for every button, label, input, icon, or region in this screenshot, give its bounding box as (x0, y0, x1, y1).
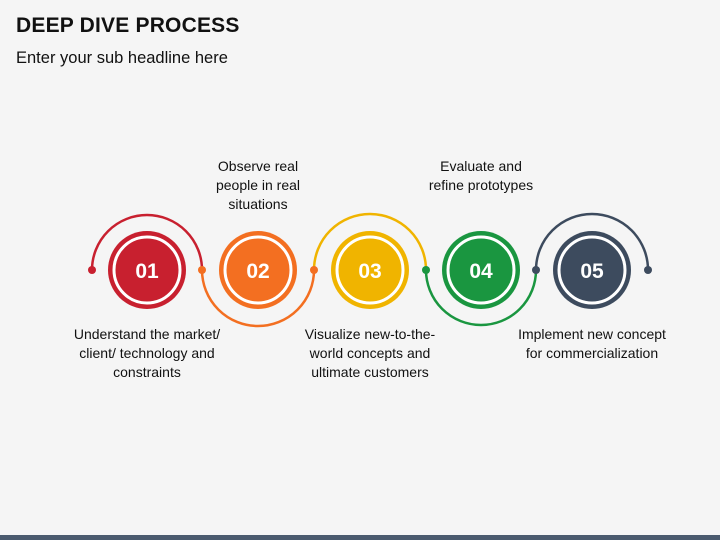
step-2-node: 02 (219, 231, 297, 309)
step-4-node: 04 (442, 231, 520, 309)
step-3-end-dot (422, 266, 430, 274)
step-1-arc (90, 213, 204, 271)
step-3-arc (312, 212, 428, 271)
step-4-arc (424, 269, 538, 327)
step-1-node: 01 (108, 231, 186, 309)
step-1-end-dot (198, 266, 206, 274)
step-1-start-dot (88, 266, 96, 274)
step-1-label: Understand the market/ client/ technolog… (73, 326, 221, 380)
step-2-number: 02 (246, 260, 269, 283)
step-3-number: 03 (358, 260, 381, 283)
step-5-label: Implement new concept for commercializat… (518, 326, 666, 361)
step-4-number: 04 (469, 260, 493, 283)
step-5-end-dot (644, 266, 652, 274)
step-4-end-dot (532, 266, 540, 274)
step-5-arc (534, 212, 650, 271)
step-5-node: 05 (553, 231, 631, 309)
step-2-label: Observe real people in real situations (215, 158, 301, 212)
step-3-label: Visualize new-to-the-world concepts and … (304, 326, 436, 380)
step-4-label: Evaluate and refine prototypes (428, 158, 534, 193)
page-subtitle: Enter your sub headline here (16, 49, 228, 67)
step-2-arc (200, 269, 316, 328)
step-3-node: 03 (331, 231, 409, 309)
page-title: DEEP DIVE PROCESS (16, 14, 240, 37)
step-1-number: 01 (135, 260, 159, 283)
bottom-bar (0, 535, 720, 540)
step-5-number: 05 (580, 260, 604, 283)
step-2-end-dot (310, 266, 318, 274)
